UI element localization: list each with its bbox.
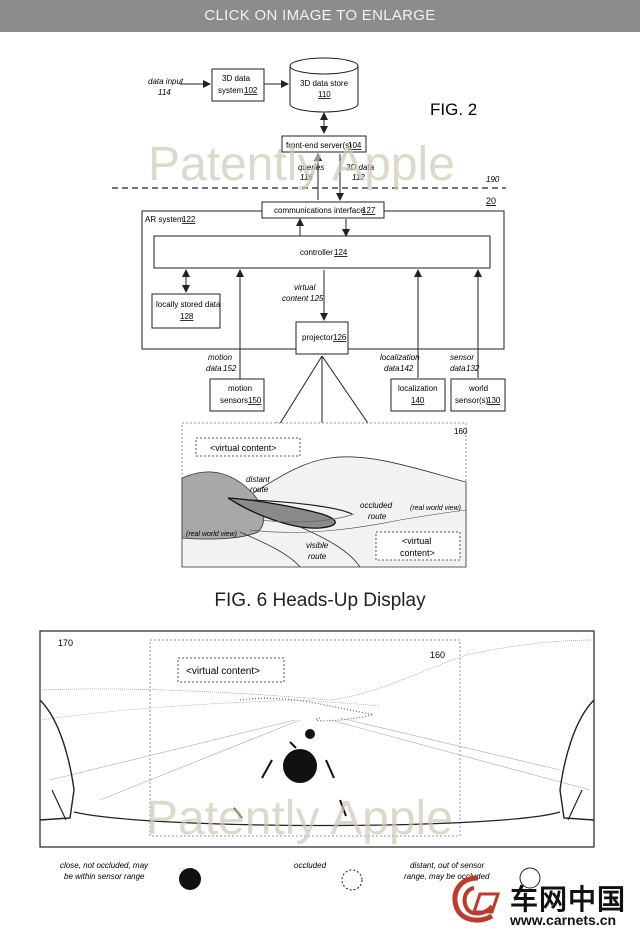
svg-text:sensor: sensor [450, 353, 474, 362]
svg-text:motion: motion [208, 353, 233, 362]
svg-text:102: 102 [244, 86, 258, 95]
scene-160 [181, 422, 467, 568]
svg-text:controller: controller [300, 248, 333, 257]
fig2-title: FIG. 2 [430, 100, 477, 119]
svg-text:distant, out of sensor: distant, out of sensor [410, 861, 485, 870]
svg-text:sensor(s): sensor(s) [455, 396, 489, 405]
svg-text:localization: localization [398, 384, 438, 393]
svg-text:140: 140 [411, 396, 425, 405]
svg-text:160: 160 [430, 650, 445, 660]
carnets-url: www.carnets.cn [510, 912, 617, 928]
svg-text:occluded: occluded [360, 501, 393, 510]
svg-text:130: 130 [487, 396, 501, 405]
svg-text:<virtual content>: <virtual content> [210, 443, 277, 453]
svg-text:152: 152 [223, 364, 237, 373]
legend-close-dot [179, 868, 201, 890]
data-system-box [211, 68, 265, 102]
svg-text:communications interface: communications interface [274, 206, 365, 215]
svg-text:route: route [308, 552, 327, 561]
svg-text:visible: visible [306, 541, 329, 550]
svg-text:data: data [450, 364, 466, 373]
svg-text:112: 112 [352, 173, 365, 182]
hud-panel [39, 630, 595, 848]
svg-text:AR system: AR system [145, 215, 184, 224]
svg-text:124: 124 [334, 248, 348, 257]
svg-text:route: route [250, 485, 269, 494]
enlarge-banner[interactable]: CLICK ON IMAGE TO ENLARGE [0, 0, 640, 32]
comm-interface-box [261, 201, 385, 219]
svg-text:20: 20 [486, 196, 496, 206]
patently-apple-watermark-bottom: Patently Apple [146, 792, 453, 845]
svg-text:localization: localization [380, 353, 420, 362]
locally-stored-box [151, 293, 221, 329]
svg-text:system: system [218, 86, 244, 95]
motion-sensors-box [209, 378, 265, 412]
svg-text:queries: queries [298, 163, 324, 172]
svg-text:content>: content> [400, 548, 435, 558]
svg-text:160: 160 [454, 427, 468, 436]
svg-text:virtual: virtual [294, 283, 316, 292]
svg-text:116: 116 [300, 173, 313, 182]
legend-distant-dot [519, 867, 541, 889]
svg-text:projector: projector [302, 333, 333, 342]
svg-text:sensors: sensors [220, 396, 248, 405]
localization-box [390, 378, 446, 412]
svg-text:110: 110 [318, 90, 331, 99]
carnets-cn-text: 车网中国 [510, 883, 627, 916]
svg-text:world: world [468, 384, 488, 393]
svg-text:104: 104 [348, 141, 362, 150]
svg-text:distant: distant [246, 475, 270, 484]
data-input-num: 114 [158, 88, 171, 97]
hud-figure-title: FIG. 6 Heads-Up Display [214, 590, 426, 611]
svg-text:125: 125 [310, 294, 324, 303]
svg-text:3D data: 3D data [346, 163, 375, 172]
svg-text:data: data [384, 364, 400, 373]
svg-text:150: 150 [248, 396, 262, 405]
carnets-logo-icon [452, 875, 501, 923]
svg-text:motion: motion [228, 384, 252, 393]
svg-text:<virtual: <virtual [402, 536, 431, 546]
svg-text:190: 190 [486, 175, 500, 184]
svg-text:128: 128 [180, 312, 194, 321]
legend-occluded-dot [341, 869, 363, 891]
data-store-cylinder [289, 57, 359, 113]
svg-text:122: 122 [182, 215, 196, 224]
svg-text:<virtual content>: <virtual content> [186, 666, 260, 677]
svg-text:occluded: occluded [294, 861, 327, 870]
svg-text:132: 132 [466, 364, 480, 373]
svg-text:127: 127 [362, 206, 376, 215]
svg-text:(real world view): (real world view) [410, 505, 461, 512]
svg-text:front-end server(s): front-end server(s) [286, 141, 352, 150]
svg-text:126: 126 [333, 333, 347, 342]
frontend-box [281, 135, 367, 153]
svg-text:content: content [282, 294, 309, 303]
svg-text:3D data store: 3D data store [300, 79, 349, 88]
controller-box [153, 235, 491, 269]
svg-text:data: data [206, 364, 222, 373]
svg-text:170: 170 [58, 638, 73, 648]
svg-text:locally stored data: locally stored data [156, 300, 221, 309]
svg-text:be within sensor range: be within sensor range [64, 872, 145, 881]
svg-text:route: route [368, 512, 387, 521]
world-sensors-box [450, 378, 506, 412]
patently-apple-watermark-top: Patently Apple [148, 138, 455, 191]
data-input-label: data input [148, 77, 184, 86]
svg-text:142: 142 [400, 364, 414, 373]
projector-box [295, 321, 349, 355]
svg-text:close, not occluded, may: close, not occluded, may [60, 861, 149, 870]
svg-text:range, may be occluded: range, may be occluded [404, 872, 490, 881]
svg-text:(real world view): (real world view) [186, 531, 237, 538]
svg-text:3D data: 3D data [222, 74, 251, 83]
